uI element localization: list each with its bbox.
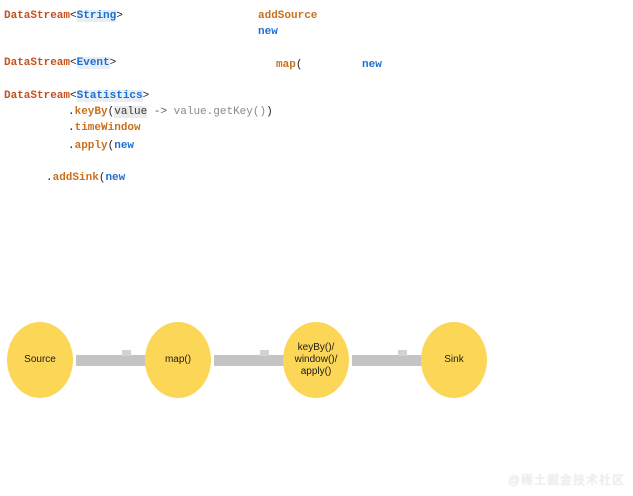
line-addsink: .addSink(new [46,170,125,186]
code-token: new [114,140,135,152]
node-window[interactable]: keyBy()/ window()/ apply() [283,322,349,398]
code-token: > [109,57,117,69]
edge-window-sink-notch [398,350,407,356]
node-map-label: map() [164,354,192,365]
code-token: . [46,172,53,184]
code-token: < [70,57,77,69]
code-token: < [70,10,77,22]
code-token: ( [107,106,115,118]
code-token: DataStream [4,10,71,22]
line-datastream-statistics: DataStream<Statistics> [4,88,149,104]
line-datastream-string: DataStream<String> [4,8,123,24]
code-token: Statistics [76,90,143,102]
line-new-right: new [258,24,278,40]
code-token: ( [295,59,303,71]
code-token: value [114,106,148,118]
code-token: > [142,90,150,102]
code-token: String [76,10,117,22]
code-token: . [68,106,75,118]
code-token: value.getKey() [173,106,267,118]
code-token: ( [107,140,115,152]
node-map[interactable]: map() [145,322,211,398]
dataflow-graph: Source map() keyBy()/ window()/ apply() Sin… [0,300,633,430]
node-sink-label: Sink [444,354,464,365]
node-sink[interactable]: Sink [421,322,487,398]
code-token: new [105,172,126,184]
edge-source-map [76,355,146,366]
edge-source-map-notch [122,350,131,356]
code-token: map [276,59,296,71]
code-token: . [68,140,75,152]
code-token: addSource [258,10,318,22]
line-apply: .apply(new [68,138,134,154]
line-new-right-2: new [362,57,382,73]
edge-window-sink [352,355,422,366]
node-source-label: Source [24,354,56,365]
code-token: -> [147,106,174,118]
code-token: apply [74,140,108,152]
line-datastream-event: DataStream<Event> [4,55,116,71]
code-token: new [362,59,382,71]
line-datastream-string-right: addSource [258,8,317,24]
node-source[interactable]: Source [7,322,73,398]
code-token: DataStream [4,90,71,102]
code-token: ) [266,106,273,118]
node-window-label: keyBy()/ window()/ apply() [294,342,338,377]
code-token: new [258,26,278,38]
code-token: . [68,122,75,134]
edge-map-window [214,355,284,366]
code-token: DataStream [4,57,71,69]
code-token: addSink [52,172,99,184]
code-token: keyBy [74,106,108,118]
code-token: Event [76,57,110,69]
line-keyby: .keyBy(value -> value.getKey()) [68,104,273,120]
line-map-right: map( [276,57,302,73]
code-token: < [70,90,77,102]
code-token: ( [98,172,106,184]
code-token: timeWindow [74,122,141,134]
line-timewindow: .timeWindow [68,120,141,136]
edge-map-window-notch [260,350,269,356]
watermark: @稀土掘金技术社区 [507,473,625,487]
code-token: > [116,10,123,22]
